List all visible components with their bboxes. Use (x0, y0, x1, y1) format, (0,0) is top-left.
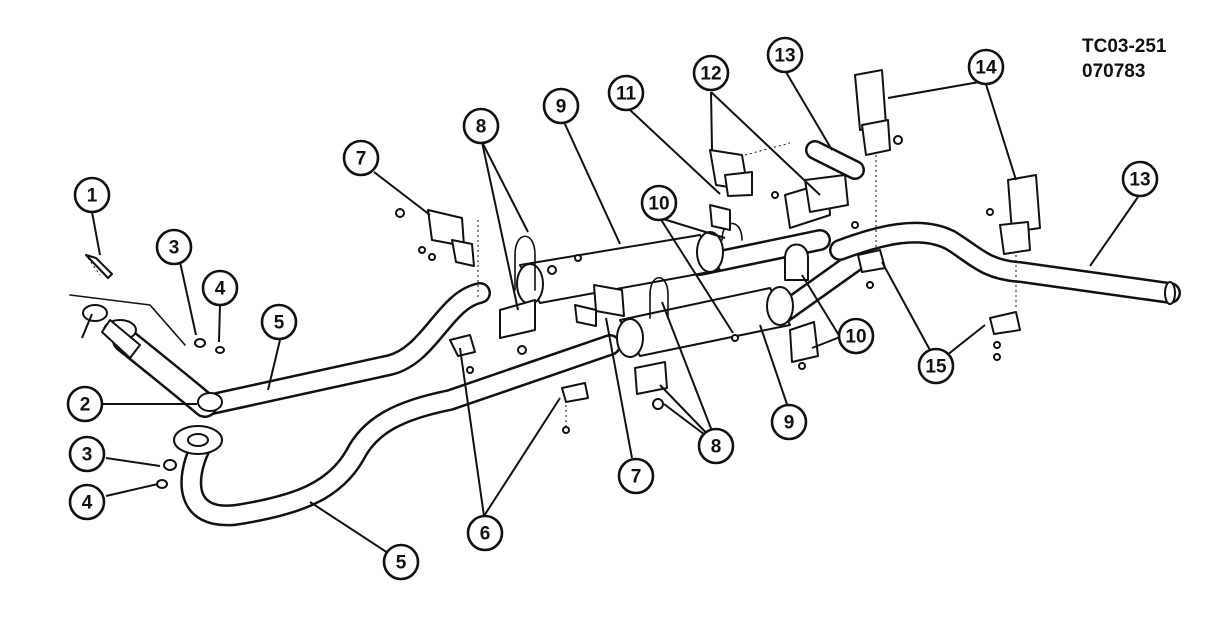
callout-14: 14 (967, 48, 1005, 86)
callout-8-lower: 8 (697, 427, 735, 465)
callout-5-lower: 5 (382, 543, 420, 581)
callout-10-upper: 10 (640, 184, 678, 222)
callout-label: 4 (215, 279, 226, 300)
callout-label: 15 (925, 357, 947, 378)
lower-muffler (616, 286, 794, 358)
callout-4-upper: 4 (201, 269, 239, 307)
callout-9-upper: 9 (542, 87, 580, 125)
callout-label: 9 (556, 97, 567, 118)
callout-label: 3 (169, 238, 180, 259)
callout-label: 9 (784, 413, 795, 434)
callout-label: 8 (476, 117, 487, 138)
callout-2: 2 (66, 385, 104, 423)
callout-11: 11 (607, 74, 645, 112)
callout-label: 6 (480, 524, 491, 545)
callout-label: 8 (711, 437, 722, 458)
callout-label: 10 (648, 194, 669, 215)
callout-label: 1 (87, 186, 98, 207)
callout-7-upper: 7 (342, 139, 380, 177)
callout-13-upper: 13 (766, 36, 804, 74)
callout-label: 13 (774, 46, 795, 67)
callout-4-lower: 4 (68, 483, 106, 521)
callout-label: 14 (975, 58, 997, 79)
callout-label: 5 (274, 313, 285, 334)
callout-9-lower: 9 (770, 403, 808, 441)
callout-label: 13 (1129, 170, 1150, 191)
callout-13-right: 13 (1121, 160, 1159, 198)
callout-1: 1 (73, 176, 111, 214)
callout-label: 3 (82, 445, 93, 466)
callout-label: 12 (700, 64, 721, 85)
callout-8-upper: 8 (462, 107, 500, 145)
callout-label: 11 (616, 84, 637, 105)
leader-lines (81, 71, 1139, 554)
hanger-brackets (395, 69, 1041, 434)
reference-code: TC03-251 (1082, 36, 1167, 57)
callout-15: 15 (917, 347, 955, 385)
callout-5-upper: 5 (260, 303, 298, 341)
callout-label: 7 (356, 149, 367, 170)
callout-3-upper: 3 (155, 228, 193, 266)
callout-12: 12 (692, 54, 730, 92)
callout-3-lower: 3 (68, 435, 106, 473)
callout-label: 2 (80, 395, 91, 416)
callout-label: 7 (631, 467, 642, 488)
callout-label: 5 (396, 553, 407, 574)
callouts: 1 2 3 3 4 4 5 5 6 7 7 8 8 9 9 10 10 11 1… (66, 36, 1159, 581)
callout-7-lower: 7 (617, 457, 655, 495)
callout-10-lower: 10 (837, 317, 875, 355)
callout-6: 6 (466, 514, 504, 552)
callout-label: 10 (845, 327, 866, 348)
reference-date: 070783 (1082, 61, 1145, 82)
manifold-flange-assembly (69, 254, 225, 489)
callout-label: 4 (82, 493, 93, 514)
